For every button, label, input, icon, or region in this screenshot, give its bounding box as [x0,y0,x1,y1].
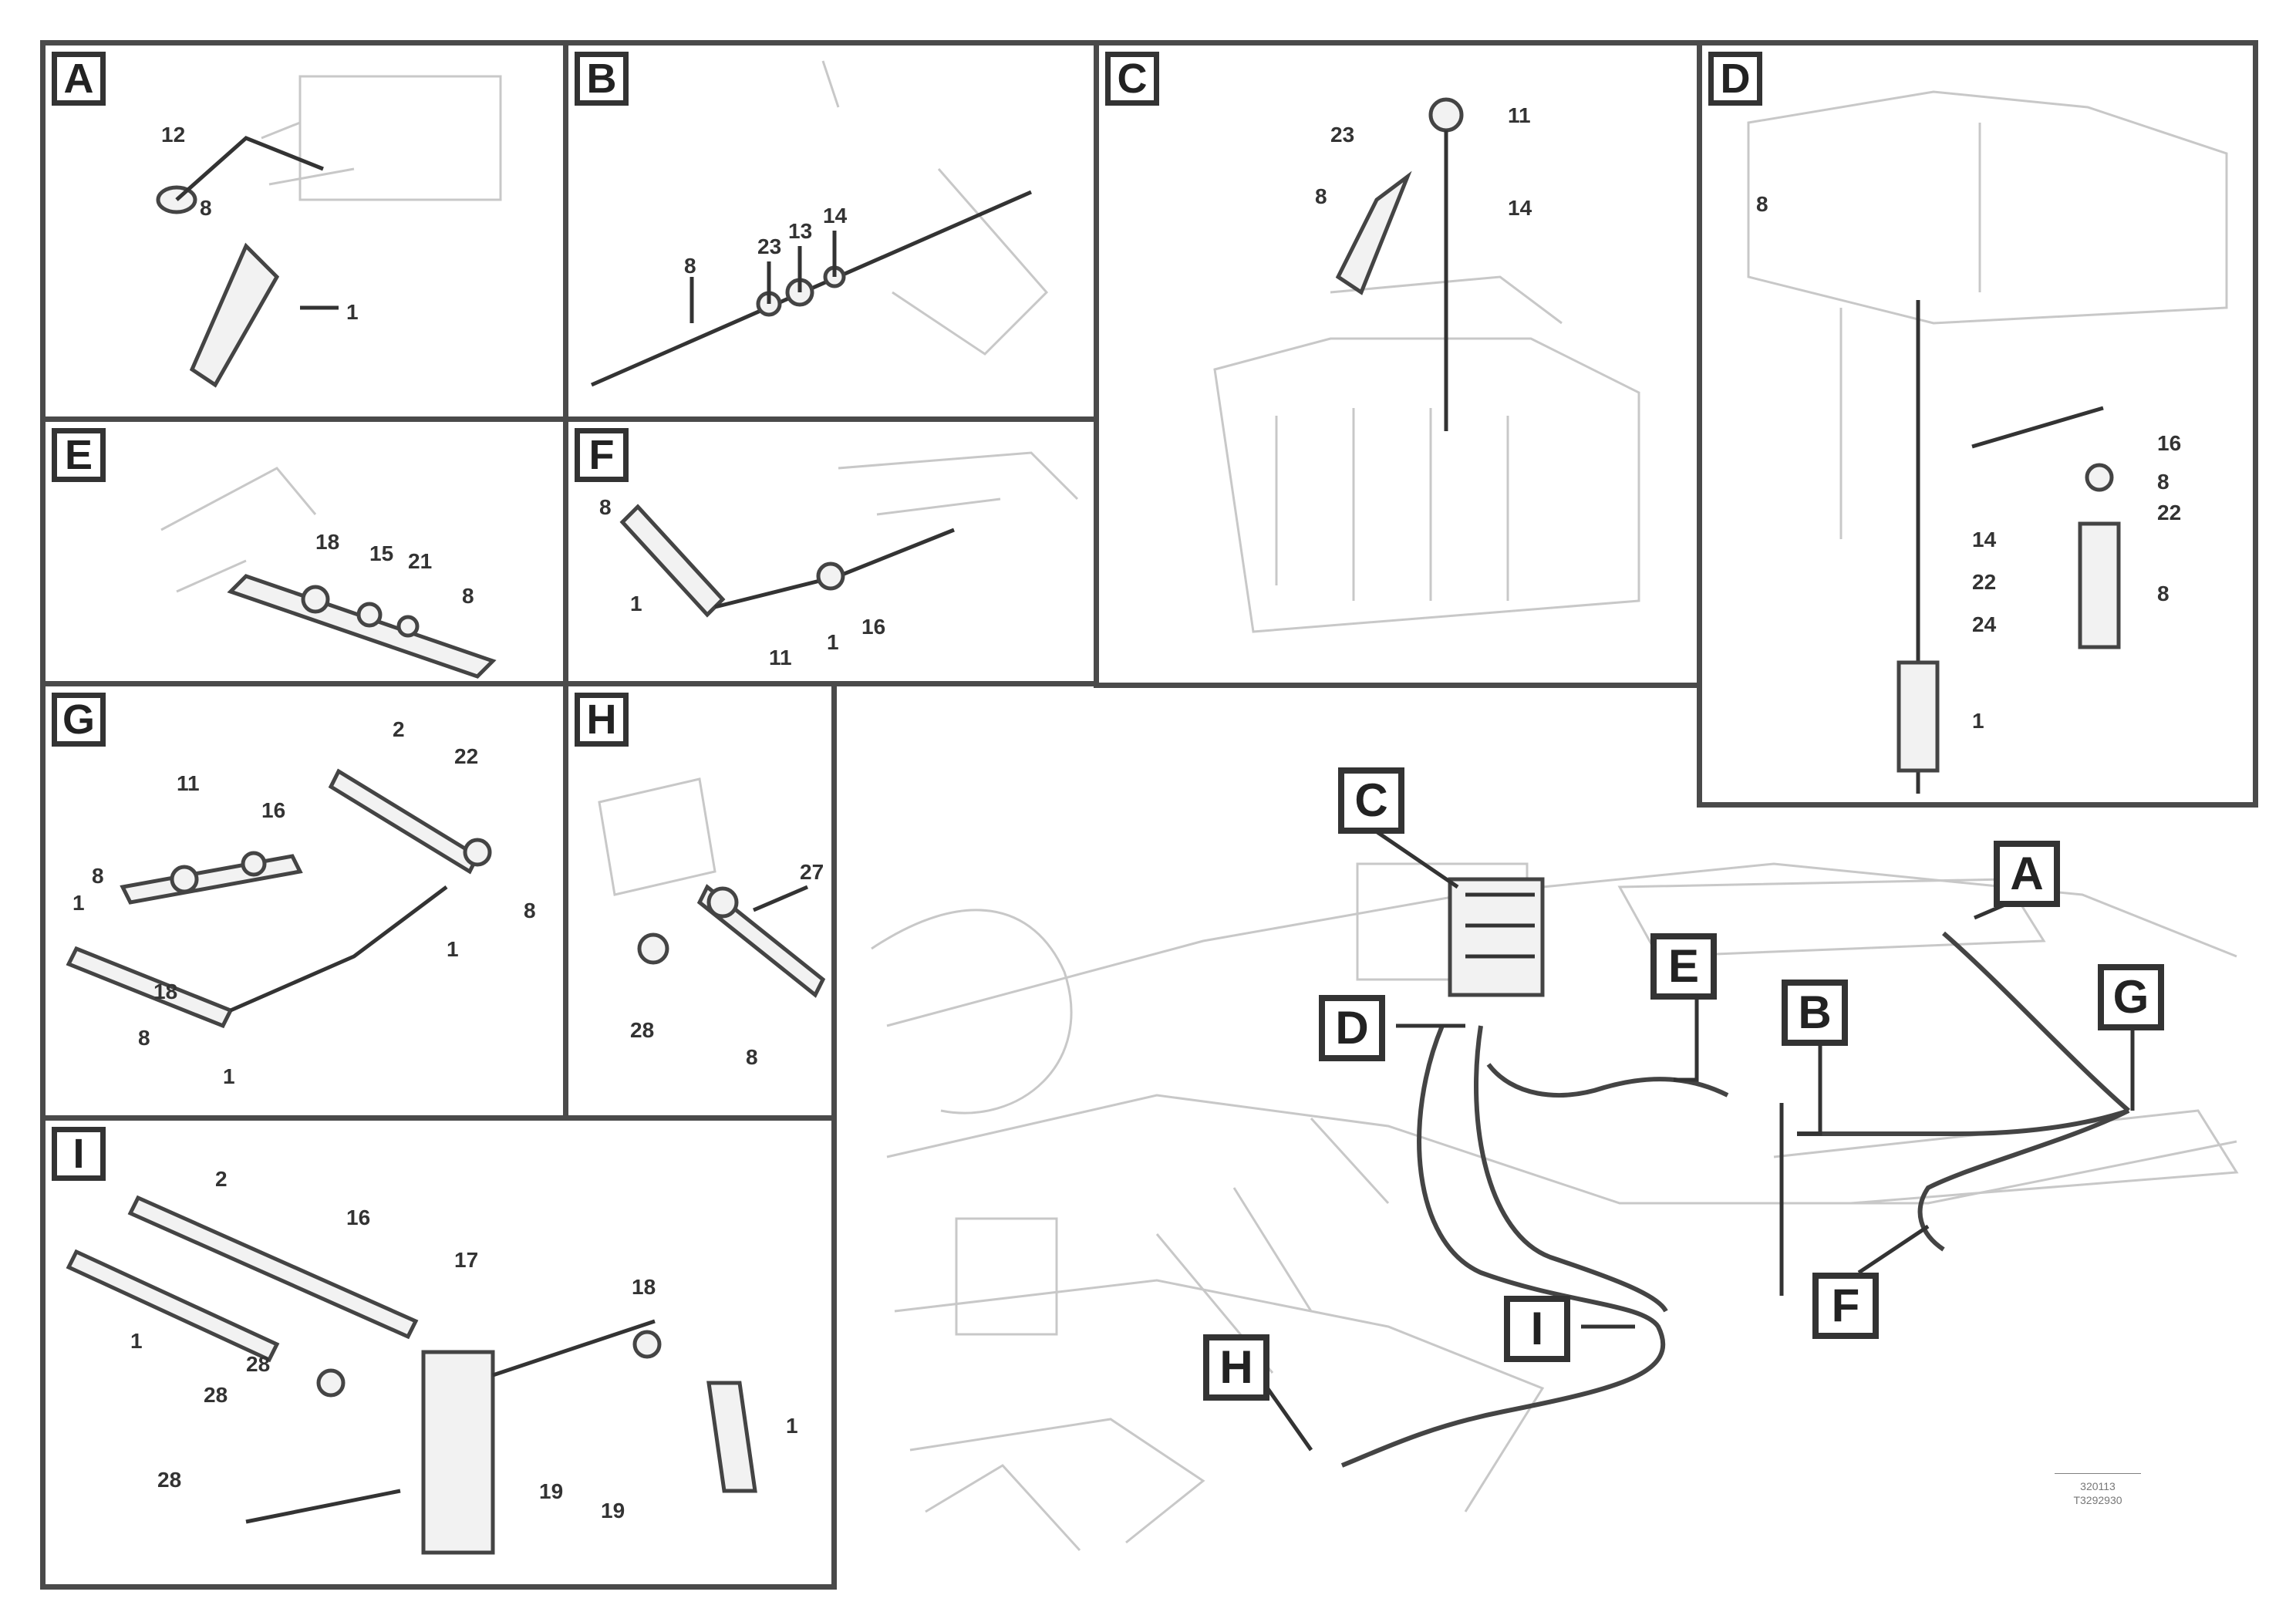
part-number: 1 [346,300,359,324]
stamp-line: 320113 [2080,1480,2116,1492]
part-number: 8 [2157,582,2170,605]
panel-i: I 2 16 17 18 28 28 28 1 19 19 1 [40,1115,837,1590]
callout-i: I [1504,1296,1570,1362]
part-number: 14 [1972,528,1997,551]
part-number: 11 [769,646,792,669]
panel-e: E 18 15 21 8 [40,416,568,686]
panel-b-tag: B [575,52,629,106]
panel-b: B 8 23 13 14 [563,40,1099,422]
panel-i-tag: I [52,1127,106,1181]
part-number: 28 [246,1352,271,1376]
part-number: 16 [861,615,886,639]
callout-b: B [1782,980,1848,1046]
panel-g: G 2 22 11 16 8 1 1 8 18 8 1 [40,681,568,1121]
part-number: 11 [1508,103,1531,127]
part-number: 28 [630,1018,655,1042]
part-number: 27 [800,860,824,884]
part-number: 28 [204,1383,228,1407]
callout-g: G [2098,964,2164,1030]
panel-f-tag: F [575,428,629,482]
callout-d: D [1319,995,1385,1061]
part-number: 8 [1315,184,1327,208]
part-number: 2 [393,717,405,741]
part-number: 16 [346,1206,371,1229]
part-number: 8 [2157,470,2170,494]
panel-h-tag: H [575,693,629,747]
part-number: 1 [827,630,839,654]
part-number: 16 [261,798,286,822]
panel-d-tag: D [1708,52,1762,106]
part-number: 8 [462,584,474,608]
part-number: 18 [153,980,178,1003]
panel-g-tag: G [52,693,106,747]
part-number: 11 [177,771,200,795]
machine-sketch [871,862,2239,1552]
part-number: 8 [746,1045,758,1069]
callout-leaders [1263,827,2135,1452]
panel-b-drawing [590,60,1049,387]
callout-e: E [1650,933,1717,1000]
panel-d-drawing [1747,90,2228,794]
panel-d: D 8 16 8 22 14 22 24 8 1 [1697,40,2258,808]
part-number: 17 [454,1248,479,1272]
part-number: 1 [630,592,642,615]
part-number: 15 [369,541,394,565]
part-number: 22 [1972,570,1997,594]
panel-g-drawing [66,768,492,1029]
part-number: 24 [1972,612,1997,636]
part-number: 1 [786,1414,798,1438]
callout-f: F [1812,1273,1879,1339]
part-number: 22 [2157,501,2182,524]
part-number: 23 [1330,123,1355,147]
part-number: 2 [215,1167,228,1191]
part-number: 8 [524,899,536,922]
callout-h: H [1203,1334,1269,1401]
part-number: 8 [92,864,104,888]
callout-a: A [1994,841,2060,907]
part-number: 28 [157,1468,182,1492]
drawing-stamp: ———————— 320113 T3292930 [2021,1465,2175,1507]
panel-h: H 27 28 8 [563,681,837,1121]
part-number: 8 [684,254,696,278]
part-number: 14 [823,204,848,228]
panel-c-tag: C [1105,52,1159,106]
part-number: 16 [2157,431,2182,455]
part-number: 8 [200,196,212,220]
panel-c-drawing [1213,97,1640,633]
panel-c: C 23 11 8 14 [1094,40,1703,688]
panel-f: F 8 1 11 1 16 [563,416,1099,686]
stamp-id: T3292930 [2073,1494,2122,1506]
part-number: 22 [454,744,479,768]
panel-e-drawing [160,467,497,679]
part-number: 1 [223,1064,235,1088]
callout-c: C [1338,767,1404,834]
part-number: 8 [138,1026,150,1050]
part-number: 19 [539,1479,564,1503]
part-number: 12 [161,123,186,147]
part-number: 18 [632,1275,656,1299]
panel-h-drawing [598,777,826,998]
panel-e-tag: E [52,428,106,482]
panel-a-tag: A [52,52,106,106]
panel-a: A 12 8 1 [40,40,568,422]
panel-a-drawing [156,75,502,388]
part-number: 23 [757,234,782,258]
part-number: 1 [447,937,459,961]
part-number: 13 [788,219,813,243]
part-number: 8 [1756,192,1768,216]
valve-block [1448,877,1545,997]
part-number: 1 [1972,709,1984,733]
part-number: 21 [408,549,433,573]
part-number: 1 [130,1329,143,1353]
part-number: 14 [1508,196,1532,220]
panel-i-drawing [66,1195,757,1555]
part-number: 1 [72,891,85,915]
part-number: 18 [315,530,340,554]
hose-routes [1340,931,2130,1468]
part-number: 8 [599,495,612,519]
part-number: 19 [601,1499,625,1523]
panel-f-drawing [619,451,1079,618]
stamp-line: ———————— [2055,1466,2141,1479]
